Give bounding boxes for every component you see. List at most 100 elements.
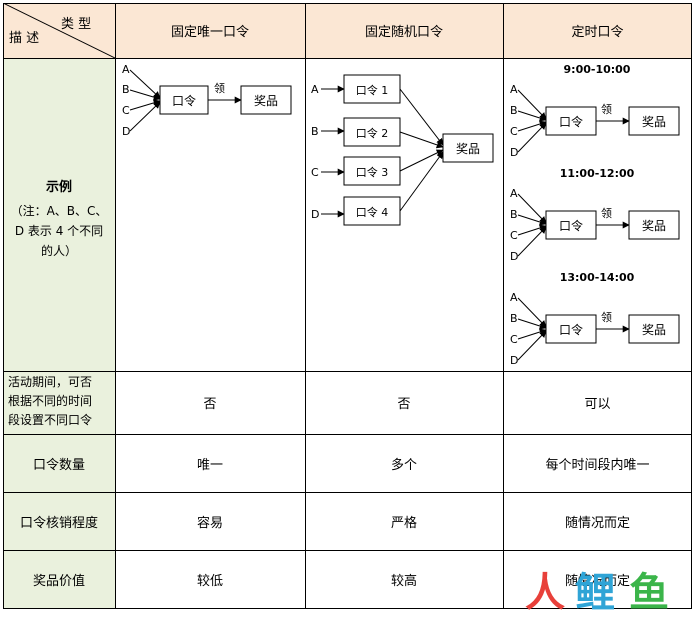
person-c: C (311, 166, 319, 179)
prize-label: 奖品 (642, 323, 666, 337)
code-label: 口令 (559, 322, 583, 337)
cell-value: 可以 (584, 397, 611, 412)
grid-line (3, 608, 692, 609)
time-slot-label: 9:00-10:00 (564, 63, 631, 76)
header-timed: 定时口令 (503, 3, 692, 58)
watermark-char: 人 (525, 570, 565, 616)
code-label: 口令 (559, 114, 583, 129)
grid-line (691, 3, 692, 609)
person-b: B (510, 208, 518, 221)
cell-value: 随情况而定 (564, 515, 630, 531)
cell-value: 多个 (390, 457, 417, 473)
person-c: C (122, 104, 130, 117)
diagram-fixed-unique: A B C D 口令 领 奖品 (122, 63, 292, 138)
code-box (159, 85, 209, 115)
cell-value: 较低 (196, 573, 223, 589)
time-slot-label: 13:00-14:00 (560, 271, 635, 284)
prize-label: 奖品 (456, 142, 480, 156)
row-label-prize-value: 奖品价值 (3, 550, 115, 608)
example-note-2: D 表示 4 个不同 (14, 224, 104, 238)
prize-box (628, 314, 680, 344)
cell-value: 每个时间段内唯一 (545, 457, 650, 473)
prize-label: 奖品 (642, 219, 666, 233)
person-c: C (510, 229, 518, 242)
person-b: B (311, 125, 319, 138)
example-title: 示例 (45, 180, 72, 195)
corner-desc-label: 描 述 (9, 31, 40, 46)
person-a: A (311, 83, 319, 96)
grid-line (3, 3, 4, 609)
prize-label: 奖品 (254, 94, 278, 108)
time-slot-label: 11:00-12:00 (560, 167, 635, 180)
cell-value: 唯一 (196, 457, 223, 473)
cell-value: 较高 (390, 573, 417, 589)
diagram-fixed-random: A B C D 口令 1 口令 2 口令 3 口令 4 奖品 (311, 74, 494, 226)
person-c: C (510, 125, 518, 138)
diagram-timed-slot-2: 11:00-12:00 A B C D 口令 领 奖品 (510, 167, 680, 263)
watermark-char: 鱼 (629, 570, 669, 616)
row-label-code-count: 口令数量 (3, 434, 115, 492)
person-a: A (122, 63, 130, 76)
cell-value: 否 (397, 397, 411, 412)
grid-line (3, 371, 692, 372)
prize-box (628, 106, 680, 136)
header-fixed-random: 固定随机口令 (305, 3, 503, 58)
cell-value: 严格 (390, 515, 417, 531)
code-box (545, 314, 597, 344)
watermark-char: 鲤 (575, 570, 615, 616)
grid-line (115, 3, 116, 609)
diagram-timed-slot-3: 13:00-14:00 A B C D 口令 领 奖品 (510, 271, 680, 367)
code-box (545, 106, 597, 136)
prize-label: 奖品 (642, 115, 666, 129)
code-label: 口令 (172, 93, 196, 108)
code-box (545, 210, 597, 240)
code-box-4 (343, 196, 401, 226)
code-2-label: 口令 2 (356, 126, 389, 140)
example-note-3: 的人） (40, 244, 77, 258)
grid-line (3, 492, 692, 493)
row-label-line: 活动期间，可否 (8, 375, 93, 389)
example-note-1: （注：A、B、C、 (10, 204, 108, 218)
prize-box (442, 133, 494, 163)
code-3-label: 口令 3 (356, 165, 389, 179)
person-d: D (510, 354, 518, 367)
person-a: A (510, 83, 518, 96)
diagram-timed-slot-1: 9:00-10:00 A B C D 口令 领 奖品 (510, 63, 680, 159)
grid-line (3, 550, 692, 551)
person-a: A (510, 187, 518, 200)
code-box-1 (343, 74, 401, 104)
watermark-logo: 人 鲤 鱼 (525, 560, 695, 616)
grid-line (3, 434, 692, 435)
example-label-cell: 示例 （注：A、B、C、 D 表示 4 个不同 的人） (3, 58, 115, 371)
code-1-label: 口令 1 (356, 83, 389, 97)
row-label-time-setting: 活动期间，可否 根据不同的时间 段设置不同口令 (3, 371, 115, 434)
person-b: B (510, 312, 518, 325)
prize-box (628, 210, 680, 240)
prize-box (240, 85, 292, 115)
code-box-2 (343, 117, 401, 147)
person-b: B (510, 104, 518, 117)
grid-line (3, 58, 692, 59)
grid-line (503, 3, 504, 609)
row-label-line: 根据不同的时间 (8, 394, 93, 408)
row-label-verification: 口令核销程度 (3, 492, 115, 550)
person-d: D (510, 250, 518, 263)
cell-value: 随情况而定 (564, 573, 630, 589)
cell-value: 容易 (196, 515, 223, 531)
person-a: A (510, 291, 518, 304)
person-b: B (122, 83, 130, 96)
person-d: D (311, 208, 319, 221)
corner-header-cell: 类 型 描 述 (3, 3, 115, 58)
code-4-label: 口令 4 (356, 205, 389, 219)
grid-line (3, 3, 692, 4)
cell-value: 否 (203, 397, 217, 412)
person-d: D (510, 146, 518, 159)
receive-label: 领 (601, 103, 612, 116)
receive-label: 领 (214, 82, 225, 95)
code-label: 口令 (559, 218, 583, 233)
receive-label: 领 (601, 311, 612, 324)
row-label-line: 段设置不同口令 (8, 413, 93, 427)
person-d: D (122, 125, 130, 138)
grid-line (305, 3, 306, 609)
code-box-3 (343, 156, 401, 186)
